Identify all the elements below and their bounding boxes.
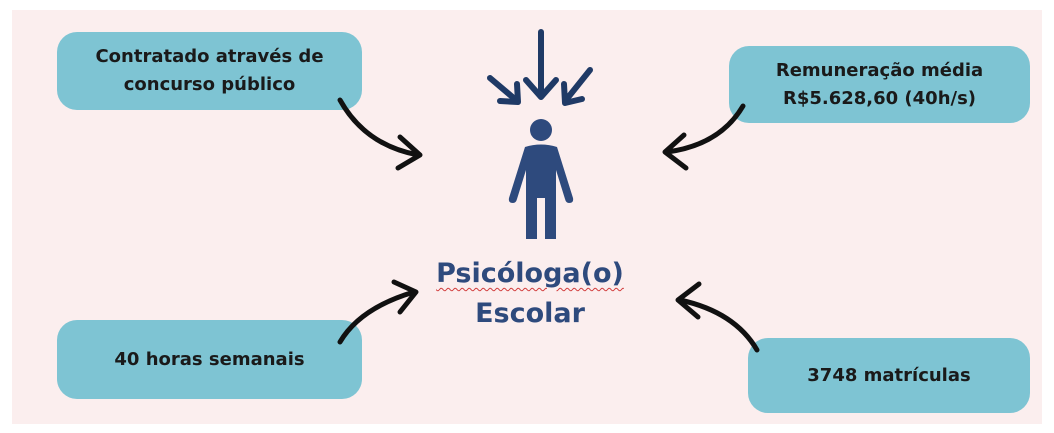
box-contract-type-line1: Contratado através de <box>95 46 324 67</box>
arrow-bottom-right-icon <box>675 281 760 353</box>
person-icon <box>508 119 574 239</box>
arrow-top-left-icon <box>337 97 423 171</box>
center-title-line2: Escolar <box>475 298 585 329</box>
box-salary-line2: R$5.628,60 (40h/s) <box>782 87 977 109</box>
box-weekly-hours-label: 40 horas semanais <box>114 348 305 370</box>
arrow-down-center-icon <box>523 29 559 100</box>
arrow-down-right-icon <box>561 67 593 106</box>
box-enrollments-label: 3748 matrículas <box>807 364 971 386</box>
center-title: Psicóloga(o) Escolar <box>410 254 650 334</box>
box-contract-type-line2: concurso público <box>123 74 296 95</box>
arrow-bottom-left-icon <box>337 279 419 345</box>
box-enrollments: 3748 matrículas <box>748 338 1030 413</box>
arrow-down-left-icon <box>487 75 521 105</box>
arrow-top-right-icon <box>662 103 746 171</box>
box-salary-line1: Remuneração média <box>775 59 984 81</box>
box-weekly-hours: 40 horas semanais <box>57 320 362 399</box>
box-salary: Remuneração média R$5.628,60 (40h/s) <box>729 46 1030 123</box>
box-contract-type: Contratado através de concurso público <box>57 32 362 110</box>
center-title-line1: Psicóloga(o) <box>436 258 624 289</box>
